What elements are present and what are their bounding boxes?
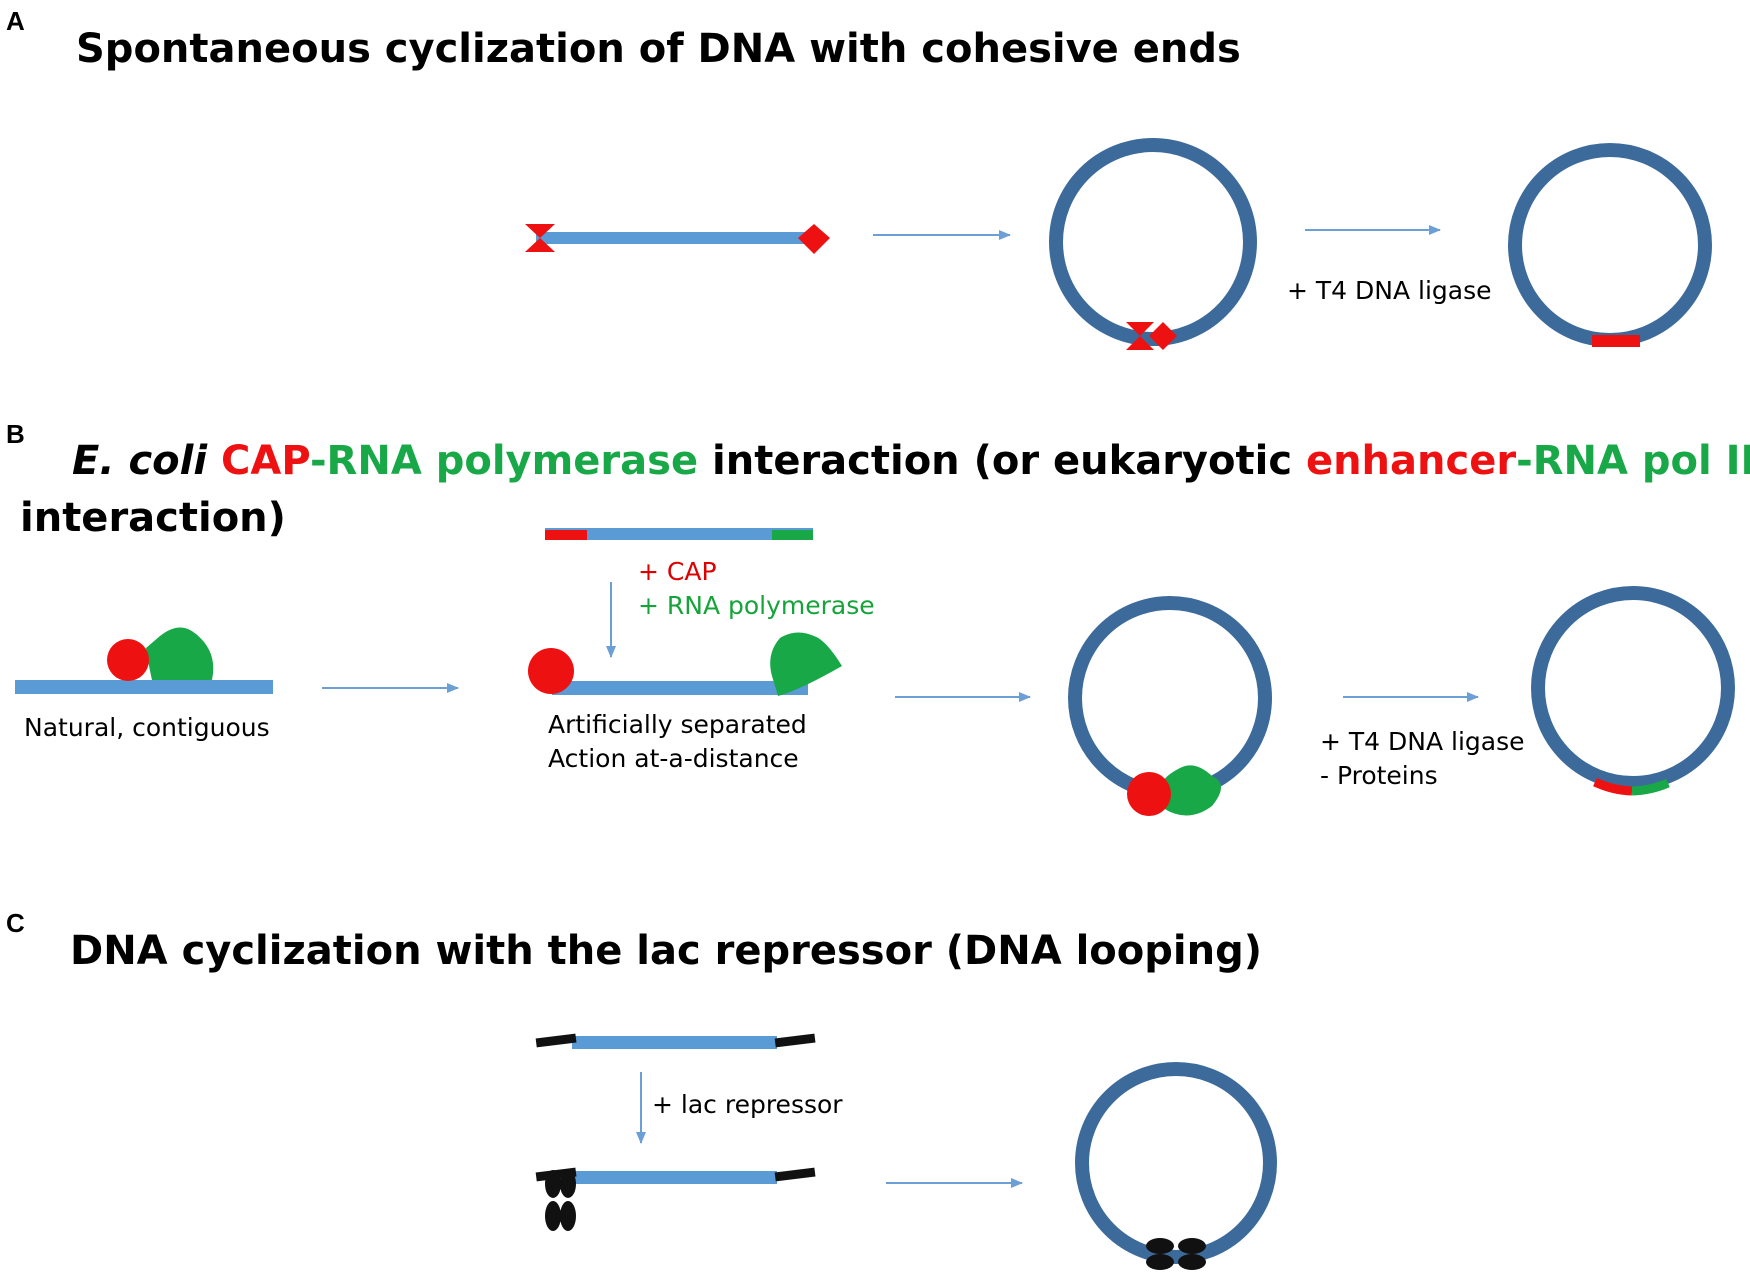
panel-b-title: E. coli CAP-RNA polymerase interaction (… (72, 438, 1750, 484)
rna-polymerase (770, 632, 842, 696)
repressor-subunit (560, 1170, 576, 1198)
ligated-junction (1592, 335, 1640, 347)
dna-strand (552, 681, 808, 695)
lac-operator-right (774, 1167, 816, 1182)
cap-protein (1127, 772, 1171, 816)
repressor-subunit (545, 1201, 561, 1231)
cap-protein (107, 639, 149, 681)
artificial-label: Artificially separated (548, 710, 807, 739)
rna-polymerase (1160, 765, 1221, 816)
dna-circle (1508, 143, 1712, 347)
dna-circle (1049, 138, 1257, 346)
ligated-circle-b (1531, 586, 1735, 796)
panel-b-letter: B (6, 419, 25, 449)
repressor-subunit (1146, 1238, 1174, 1254)
title-enhancer: enhancer (1306, 438, 1516, 484)
repressor-label: + lac repressor (652, 1090, 843, 1119)
lac-operator-right (774, 1033, 816, 1048)
lac-repressor-tetramer (1146, 1238, 1206, 1270)
cap-site-joined (1593, 777, 1633, 796)
lac-repressor-tetramer (545, 1170, 576, 1231)
dna-strand (15, 680, 273, 694)
cap-label: + CAP (638, 557, 717, 586)
panel-a-circle-ligated (1508, 143, 1712, 347)
promoter-site (772, 530, 813, 540)
title-cap: CAP (221, 438, 310, 484)
cohesive-end-diamond (1149, 322, 1177, 350)
cohesive-end-diamond (798, 224, 830, 254)
dna-circle (1531, 586, 1735, 790)
repressor-subunit (1146, 1254, 1174, 1270)
looped-circle-repressor (1075, 1062, 1277, 1270)
separated-dna (545, 528, 813, 540)
cap-protein (528, 648, 574, 694)
action-label: Action at-a-distance (548, 744, 799, 773)
title-rnap: RNA polymerase (327, 438, 699, 484)
natural-label: Natural, contiguous (24, 713, 270, 742)
ligase-label: + T4 DNA ligase (1287, 276, 1492, 305)
panel-b-title-line2: interaction) (20, 495, 286, 541)
dna-circle (1075, 1062, 1277, 1264)
dna-strand (572, 1171, 777, 1184)
title-pol2: RNA pol II (1533, 438, 1750, 484)
dna-circle (1068, 596, 1272, 800)
cohesive-end-bowtie (1126, 322, 1154, 350)
repressor-bound-dna (535, 1167, 816, 1231)
lac-operator-left (535, 1033, 577, 1048)
panel-a-circle-annealed (1049, 138, 1257, 350)
dna-strand (545, 528, 813, 540)
promoter-site-joined (1631, 778, 1670, 796)
panel-c-title: DNA cyclization with the lac repressor (… (70, 928, 1262, 974)
natural-complex (15, 627, 273, 694)
repressor-subunit (1178, 1254, 1206, 1270)
repressor-subunit (1178, 1238, 1206, 1254)
proteins-label: - Proteins (1320, 761, 1438, 790)
panel-c-letter: C (6, 908, 25, 938)
dna-strand (572, 1036, 777, 1049)
repressor-subunit (560, 1201, 576, 1231)
looped-circle-with-proteins (1068, 596, 1272, 816)
cohesive-end-bowtie (525, 224, 555, 252)
panel-a-letter: A (6, 6, 25, 36)
panel-a-title: Spontaneous cyclization of DNA with cohe… (76, 26, 1241, 72)
lac-operator-dna (535, 1033, 816, 1049)
repressor-subunit (545, 1170, 561, 1198)
bound-separated-dna (528, 632, 842, 696)
title-ecoli: E. coli (72, 438, 208, 484)
ligase-label-b: + T4 DNA ligase (1320, 727, 1525, 756)
rnap-label: + RNA polymerase (638, 591, 875, 620)
rna-polymerase (146, 627, 214, 680)
panel-a-linear-dna (525, 224, 830, 254)
cap-site (545, 530, 587, 540)
